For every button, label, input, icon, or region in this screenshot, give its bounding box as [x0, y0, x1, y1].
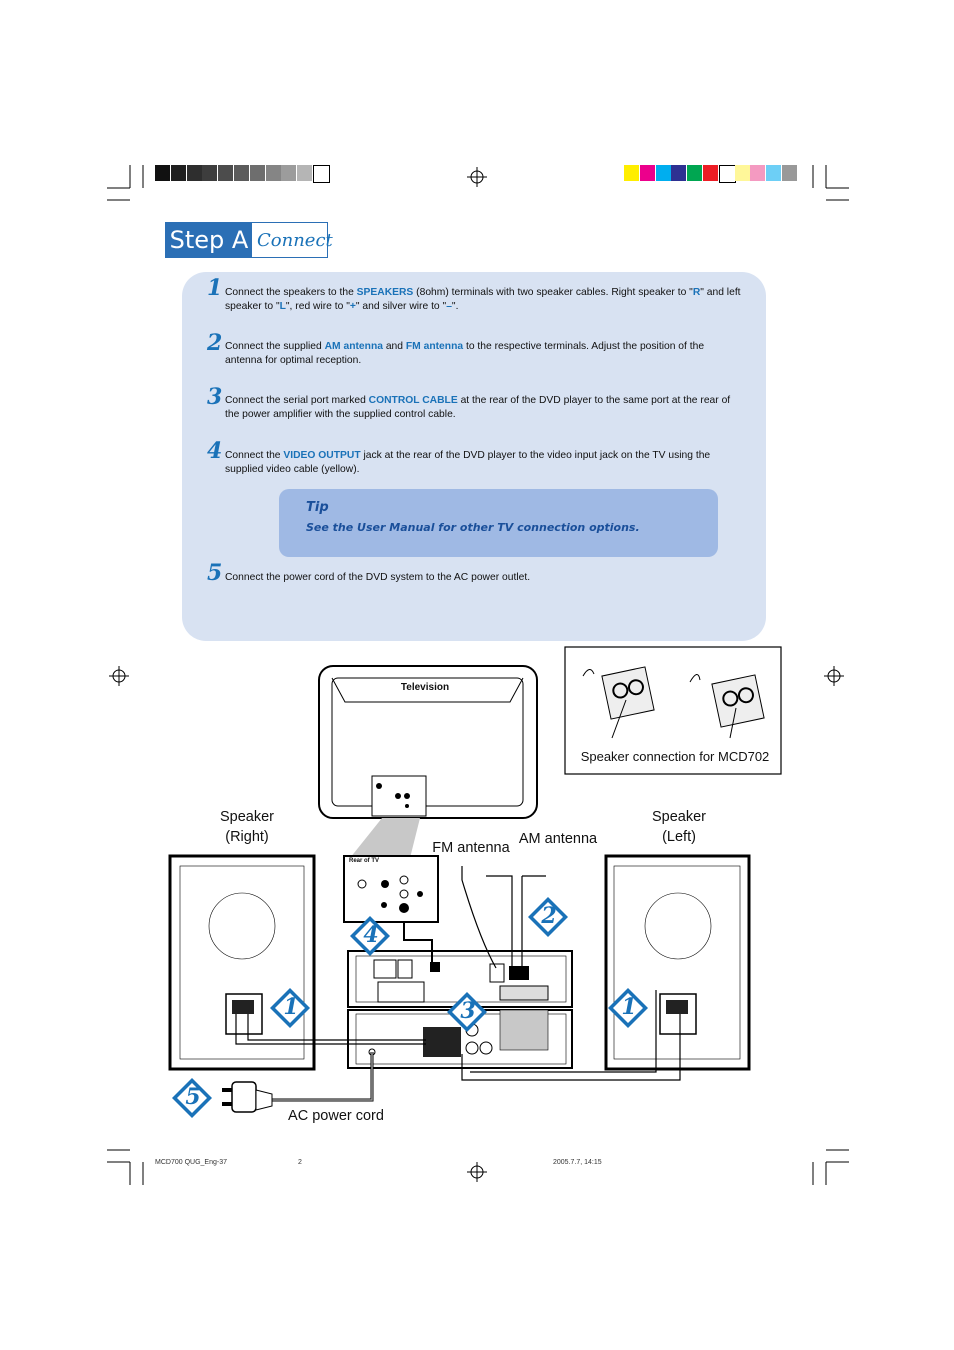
callout-number-3: 3 [460, 998, 476, 1024]
step-text-1: Connect the speakers to the SPEAKERS (8o… [225, 286, 743, 314]
step-number-1: 1 [207, 275, 223, 301]
step-text-segment: to the respective terminals. Adjust the … [225, 341, 705, 366]
color-swatch [671, 165, 687, 181]
color-swatch [655, 165, 671, 181]
callout-number-1-left: 1 [621, 994, 637, 1020]
tip-text: See the User Manual for other TV connect… [306, 521, 640, 534]
highlighted-term: FM antenna [405, 341, 464, 352]
speaker-connection-caption: Speaker connection for MCD702 [580, 749, 770, 764]
color-swatch [766, 165, 782, 181]
callout-number-5: 5 [185, 1084, 201, 1110]
color-swatch [687, 165, 703, 181]
am-antenna-label: AM antenna [518, 831, 598, 847]
step-text-segment: at the rear of the DVD player to the sam… [225, 395, 731, 420]
highlighted-term: VIDEO OUTPUT [283, 450, 361, 461]
step-text-5: Connect the power cord of the DVD system… [225, 571, 743, 585]
color-swatch [218, 165, 234, 181]
color-swatch [750, 165, 766, 181]
step-text-segment: Connect the power cord of the DVD system… [225, 572, 531, 583]
step-text-segment: " and silver wire to " [355, 301, 447, 312]
television-label: Television [400, 682, 450, 693]
highlighted-term: – [446, 301, 452, 312]
ac-power-cord-label: AC power cord [288, 1108, 384, 1124]
color-swatch [155, 165, 170, 181]
highlighted-term: CONTROL CABLE [368, 395, 458, 406]
fm-antenna-label: FM antenna [432, 840, 510, 856]
color-swatch [281, 165, 297, 181]
step-text-segment: ". [451, 301, 459, 312]
color-swatch [782, 165, 797, 181]
step-text-segment: (8ohm) terminals with two speaker cables… [413, 287, 693, 298]
color-swatch [297, 165, 313, 181]
color-swatch [186, 165, 202, 181]
tip-box: Tip See the User Manual for other TV con… [279, 489, 718, 557]
callout-number-2: 2 [541, 903, 557, 929]
footer-file: MCD700 QUG_Eng-37 [155, 1159, 227, 1166]
rear-of-tv-label: Rear of TV [349, 858, 380, 864]
step-number-4: 4 [207, 438, 223, 464]
color-swatch [313, 165, 330, 183]
step-text-segment: " and left speaker to " [225, 287, 741, 312]
color-swatch [703, 165, 718, 181]
color-swatch [624, 165, 639, 181]
step-text-segment: Connect the [225, 450, 284, 461]
step-text-2: Connect the supplied AM antenna and FM a… [225, 340, 743, 368]
mcd702-terminal-2 [711, 674, 765, 728]
color-swatch [170, 165, 186, 181]
color-swatch [234, 165, 249, 181]
mcd702-terminal-1 [601, 666, 655, 720]
step-text-3: Connect the serial port marked CONTROL C… [225, 394, 743, 422]
color-swatch [265, 165, 281, 181]
step-text-segment: and [382, 341, 406, 352]
television [318, 665, 538, 923]
highlighted-term: R [692, 287, 701, 298]
step-header: Step A Connect [165, 222, 333, 258]
ac-plug [222, 1081, 273, 1113]
callout-number-1-right: 1 [283, 994, 299, 1020]
speaker-right-label: Speaker (Right) [219, 809, 274, 845]
color-swatch [639, 165, 655, 181]
color-swatch [202, 165, 218, 181]
step-text-4: Connect the VIDEO OUTPUT jack at the rea… [225, 449, 743, 477]
step-label: Step A [166, 223, 252, 257]
speaker-left-label: Speaker (Left) [651, 809, 706, 845]
speaker-right [168, 854, 316, 1071]
step-title: Connect [257, 230, 333, 251]
speaker-left [604, 854, 751, 1071]
step-number-5: 5 [207, 560, 223, 586]
highlighted-term: + [349, 301, 356, 312]
callout-number-4: 4 [363, 922, 379, 948]
highlighted-term: SPEAKERS [356, 287, 414, 298]
step-text-segment: jack at the rear of the DVD player to th… [225, 450, 711, 475]
highlighted-term: AM antenna [324, 341, 383, 352]
footer-date: 2005.7.7, 14:15 [553, 1159, 602, 1166]
step-number-3: 3 [207, 384, 223, 410]
step-number-2: 2 [207, 330, 223, 356]
dvd-player [347, 950, 573, 1008]
color-swatch [249, 165, 265, 181]
step-text-segment: Connect the supplied [225, 341, 325, 352]
color-swatch [734, 165, 750, 181]
instructions-panel [182, 272, 766, 641]
step-text-segment: Connect the serial port marked [225, 395, 369, 406]
highlighted-term: L [279, 301, 286, 312]
footer-page: 2 [298, 1159, 302, 1166]
step-text-segment: Connect the speakers to the [225, 287, 357, 298]
step-text-segment: ", red wire to " [285, 301, 350, 312]
tip-title: Tip [306, 500, 329, 515]
